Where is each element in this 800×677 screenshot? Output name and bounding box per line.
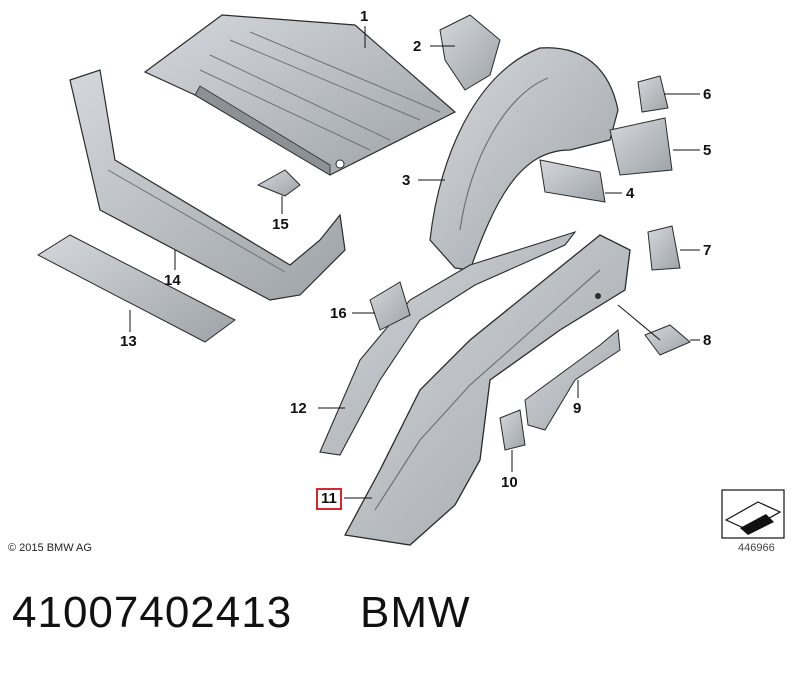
callout-13: 13 <box>120 333 137 350</box>
callout-15: 15 <box>272 216 289 233</box>
callout-3: 3 <box>402 172 411 189</box>
callout-12: 12 <box>290 400 307 417</box>
callout-16: 16 <box>330 305 347 322</box>
callout-2: 2 <box>413 38 422 55</box>
part-4-bracket <box>539 159 606 203</box>
part-9-support <box>524 329 621 431</box>
leader-lines <box>129 26 700 499</box>
part-6-bracket <box>637 75 669 113</box>
diagram-code: 446966 <box>738 542 775 554</box>
brand-name: BMW <box>360 588 471 637</box>
part-2-bracket <box>439 14 501 91</box>
part-15-bracket <box>256 169 301 197</box>
part-11-longitudinal-member <box>343 234 631 546</box>
callout-5: 5 <box>703 142 712 159</box>
part-10-plate <box>499 409 526 451</box>
callout-10: 10 <box>501 474 518 491</box>
part-16-bracket <box>369 281 411 331</box>
part-8-bracket <box>644 324 691 356</box>
part-5-bracket <box>609 117 673 176</box>
part-number: 41007402413 <box>12 588 293 637</box>
callout-11-highlighted[interactable]: 11 <box>316 488 342 510</box>
part-13-plate <box>36 234 236 343</box>
part-3-wheel-arch <box>429 47 619 271</box>
orientation-symbol <box>721 489 785 539</box>
callout-1: 1 <box>360 8 369 25</box>
copyright-text: © 2015 BMW AG <box>8 542 92 554</box>
callout-7: 7 <box>703 242 712 259</box>
callout-9: 9 <box>573 400 582 417</box>
part-7-bracket <box>647 225 681 271</box>
part-1-floor-panel <box>143 14 457 176</box>
callout-6: 6 <box>703 86 712 103</box>
callout-8: 8 <box>703 332 712 349</box>
callout-14: 14 <box>164 272 181 289</box>
callout-4: 4 <box>626 185 635 202</box>
part-14-cross-member <box>69 69 346 301</box>
